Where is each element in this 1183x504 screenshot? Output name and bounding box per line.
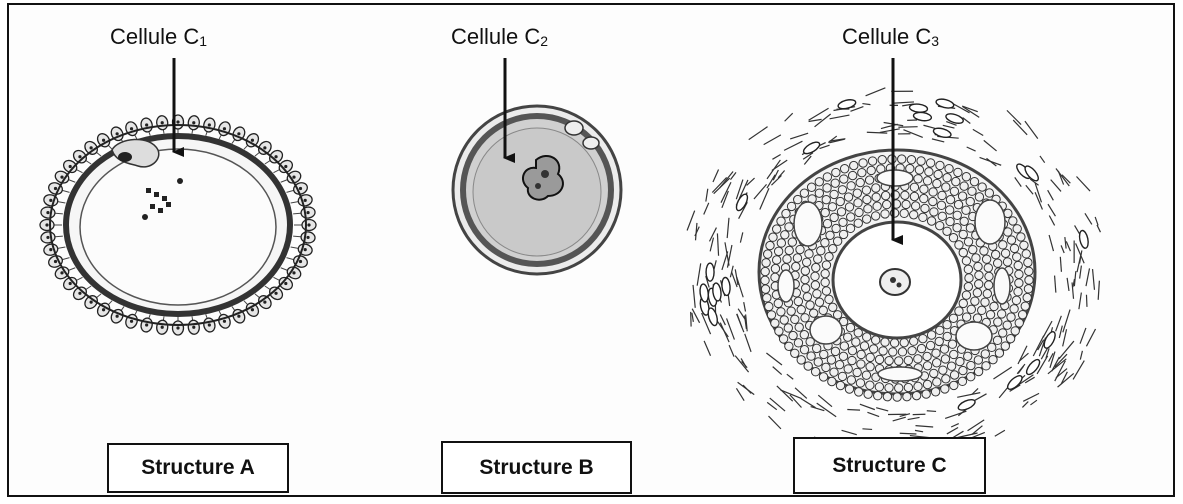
structure-a-drawing [40,115,316,335]
label-c1-text: Cellule C [110,24,199,49]
label-c3-text: Cellule C [842,24,931,49]
label-c2-text: Cellule C [451,24,540,49]
structure-a-label: Structure A [141,456,255,480]
structure-c-box: Structure C [793,437,986,494]
polar-body-b1 [565,121,583,135]
nucleus-dot-a [118,152,132,162]
structure-b-drawing [453,106,621,274]
polar-body-b2 [583,137,599,149]
label-c1-sub: 1 [199,33,207,49]
structure-b-label: Structure B [479,456,593,480]
structure-a-box: Structure A [107,443,289,493]
structure-b-box: Structure B [441,441,632,494]
label-c2-sub: 2 [540,33,548,49]
label-cellule-c3: Cellule C3 [842,24,939,50]
oocyte-cytoplasm-a [80,149,276,305]
label-c3-sub: 3 [931,33,939,49]
label-cellule-c2: Cellule C2 [451,24,548,50]
structure-c-label: Structure C [832,454,946,478]
label-cellule-c1: Cellule C1 [110,24,207,50]
